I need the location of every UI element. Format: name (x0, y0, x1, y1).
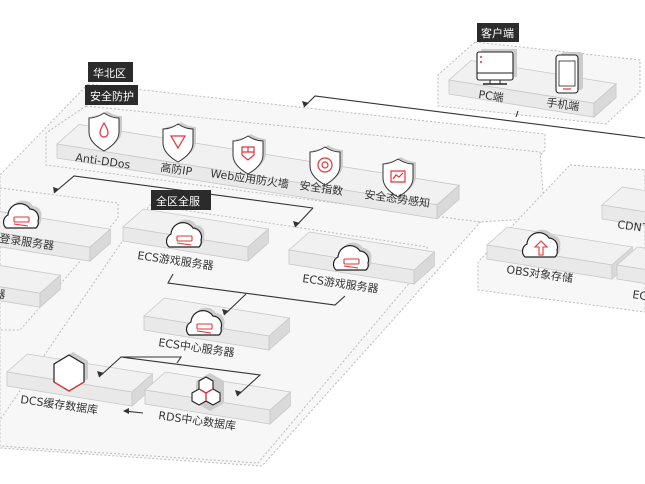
connector-client-branch (515, 110, 519, 118)
svg-text:全区全服: 全区全服 (156, 194, 200, 208)
pc-monitor-icon (476, 49, 517, 85)
connectors (53, 95, 645, 414)
svg-text:华北区: 华北区 (93, 66, 126, 80)
slab-ec (616, 246, 645, 284)
svg-text:客户端: 客户端 (481, 26, 514, 40)
cloud-server-login-icon (2, 200, 42, 229)
shield-security-index-icon (309, 145, 343, 186)
tag-all-zone: 全区全服 (151, 190, 211, 210)
svg-text:安全防护: 安全防护 (90, 89, 134, 103)
label-partial-left: 器 (0, 287, 6, 301)
label-pc: PC端 (478, 88, 505, 104)
arrowheads (53, 101, 309, 414)
label-cdn: CDN下 (617, 218, 645, 236)
tag-north-china: 华北区 (88, 62, 133, 82)
label-anti-ddos-ip: 高防IP (160, 160, 194, 178)
cloud-server-center-icon (185, 307, 225, 336)
rds-database-icon (191, 373, 224, 411)
shield-waf-icon (232, 134, 266, 175)
tag-security: 安全防护 (85, 85, 138, 105)
mobile-phone-icon (555, 52, 583, 94)
cloud-server-game-1-icon (165, 219, 205, 248)
shield-anti-ddos-icon (88, 111, 122, 152)
shield-situation-awareness-icon (382, 157, 416, 198)
label-ec: EC (632, 288, 645, 303)
connector-game-servers (167, 273, 346, 306)
label-security-index: 安全指数 (299, 178, 345, 198)
shield-anti-ddos-ip-icon (162, 122, 196, 163)
connector-center-dbs (98, 356, 183, 378)
label-mobile: 手机端 (546, 95, 581, 113)
slab-cdn (601, 186, 645, 227)
cloud-storage-obs-icon (521, 229, 561, 258)
connector-center-rds (120, 356, 262, 397)
slab-partial-left (0, 265, 62, 309)
tag-client: 客户端 (477, 23, 519, 42)
connector-security-login (53, 175, 314, 209)
cloud-server-game-2-icon (332, 242, 372, 271)
dcs-hexagon-icon (53, 352, 88, 392)
